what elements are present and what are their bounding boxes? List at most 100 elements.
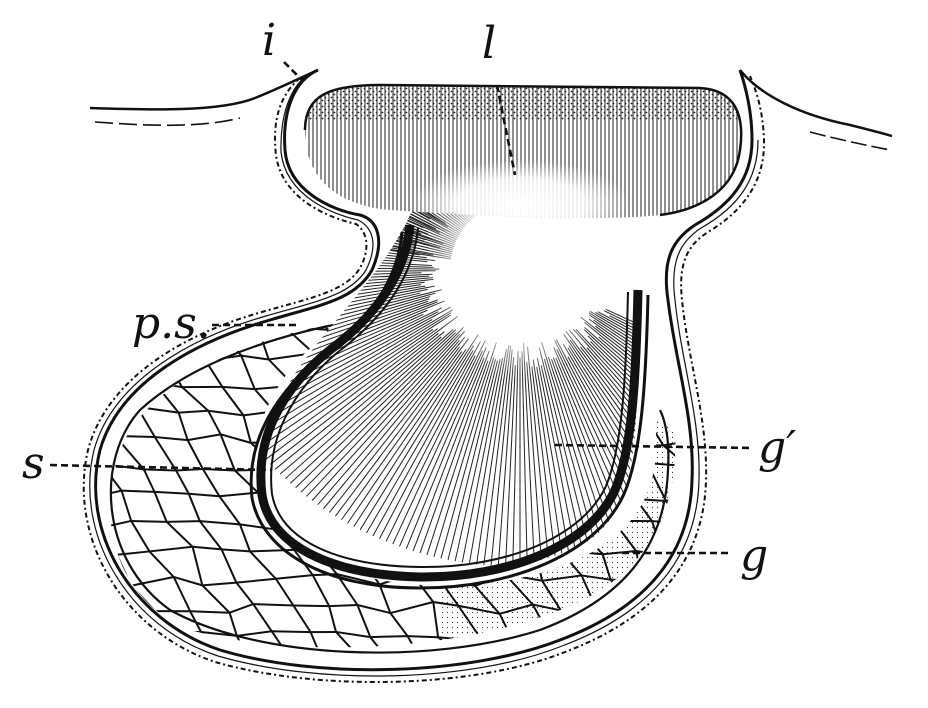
cell-wall [68,575,90,602]
cell-wall [369,636,397,648]
fibre [261,314,452,445]
cell-wall [581,574,611,581]
cell-wall [370,635,408,639]
cell-wall [71,418,93,441]
cell-wall [177,412,189,441]
cell-wall [715,524,744,528]
cell-wall [711,298,748,303]
cell-wall [68,575,104,577]
fibre [261,299,438,382]
cell-wall [67,466,92,497]
fibre [353,334,479,527]
cell-wall [644,353,676,357]
cell-wall [311,574,331,607]
fibre [347,349,467,524]
cell-wall [694,556,719,583]
cell-wall [665,492,676,502]
cell-wall [390,601,434,615]
cell-wall [356,604,372,638]
cell-wall [631,604,670,612]
cell-wall [154,436,188,442]
fibre [580,346,638,513]
cell-wall [585,634,611,638]
fibre [261,226,427,259]
cell-wall [208,409,244,417]
fibre [586,347,638,506]
cell-wall [239,523,275,531]
fibre [433,357,495,557]
cell-wall [717,408,754,411]
cell-wall [767,386,782,411]
cell-wall [684,638,712,640]
label-l: l [482,18,496,69]
cell-wall [240,355,256,390]
cell-wall [481,641,491,648]
cell-wall [644,355,672,387]
cell-wall [207,299,237,303]
cell-wall [433,601,459,607]
cell-wall [406,635,423,648]
fibre [527,346,550,566]
cell-wall [187,433,221,442]
cell-wall [663,437,676,447]
fibre [554,340,638,542]
cell-wall [110,353,140,357]
cell-wall [89,379,106,416]
cell-wall [201,584,231,614]
fibre [526,362,543,567]
fibre [261,328,438,455]
leader-i [283,61,303,81]
cell-wall [249,550,277,580]
cell-wall [199,520,223,551]
cell-wall [293,604,330,608]
cell-wall [166,520,200,523]
cell-wall [292,605,312,633]
cell-wall [712,639,753,640]
fibre [531,366,557,566]
cell-wall [241,354,269,361]
cell-wall [669,385,676,418]
cell-wall [70,635,88,667]
cell-wall [67,354,97,361]
fibre [366,350,474,534]
cell-wall [748,298,778,305]
fibre [483,345,512,566]
fibre [274,331,445,470]
cell-wall [765,554,790,582]
cell-wall [712,639,729,665]
dark-curved-band [249,224,650,590]
cell-wall [207,410,222,435]
cell-wall [712,465,743,466]
fibre [265,316,458,460]
fibre [590,341,638,493]
label-i: i [262,15,276,66]
cell-wall [120,490,133,522]
cell-wall [712,352,754,354]
cell-wall [727,437,744,467]
cell-wall [735,491,745,524]
fibre [587,335,638,489]
cell-wall [711,303,730,326]
fibre [329,346,460,513]
label-g-prime: g′ [758,422,796,473]
fibre [279,336,442,475]
cell-wall [110,353,121,380]
cell-wall [731,326,755,351]
cell-wall [532,603,562,612]
cell-wall [744,521,782,524]
cell-wall [309,631,323,648]
cell-wall [704,609,736,611]
cell-wall [252,603,273,632]
inner-capsule-contour [109,318,670,654]
fibre [547,356,614,556]
fibre [540,365,586,562]
cell-wall [763,327,804,331]
cell-wall [499,603,533,615]
cell-wall [704,611,712,639]
cell-wall [236,577,276,584]
cell-wall [220,433,252,444]
fibre [461,357,504,563]
fibre [584,326,638,480]
fibre [588,314,638,445]
cell-wall [115,434,155,439]
